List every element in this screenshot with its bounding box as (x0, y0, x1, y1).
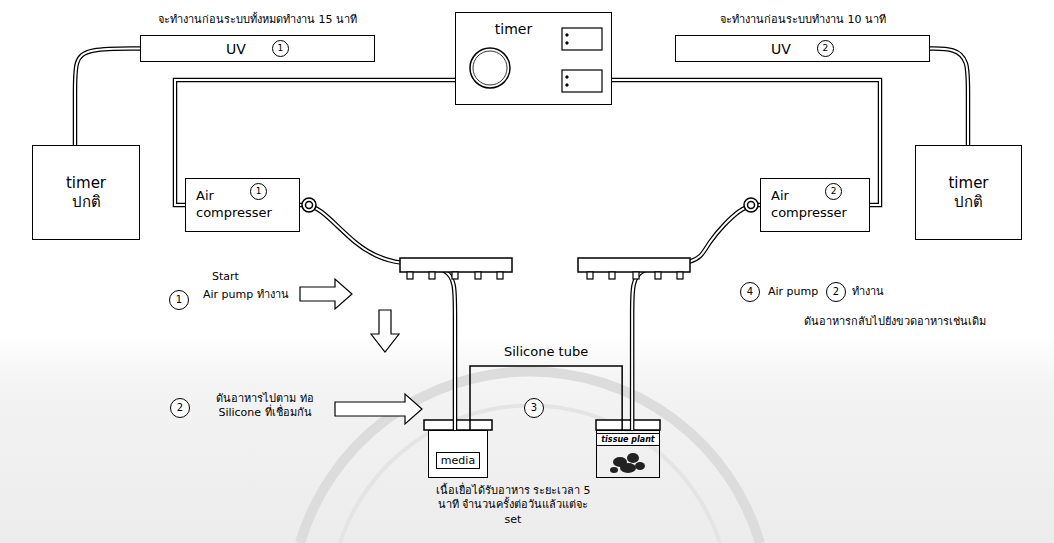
tube-outline (75, 49, 140, 146)
node-label: tissue plant (596, 433, 659, 446)
uv-lamp: UV 2 (675, 35, 930, 62)
watermark-arcs (300, 372, 760, 543)
node-label: Air compresser (771, 188, 855, 222)
node-label: timer ปกติ (939, 174, 999, 212)
air-compressor: Air compresser2 (760, 178, 870, 232)
tube-connector (300, 205, 455, 430)
tube-core (632, 205, 760, 430)
step-text: ทำงาน (852, 285, 912, 299)
tube-connector (632, 205, 760, 430)
callout-number: 2 (826, 282, 846, 302)
tube-outline (300, 205, 455, 430)
timer-box: timer ปกติ (915, 145, 1022, 240)
air-compressor: Air compresser1 (185, 178, 300, 232)
tube-connector (930, 49, 968, 146)
tube-connector (75, 49, 140, 146)
timer-box: timer ปกติ (32, 145, 140, 240)
step-text: Start (212, 270, 272, 284)
node-label: UV (771, 41, 791, 57)
tissue-bottle: tissue plant (596, 430, 660, 478)
tube-outline (930, 49, 968, 146)
master-timer: timer (455, 12, 612, 105)
node-label: UV (226, 41, 246, 57)
tube-connector (470, 366, 622, 430)
tube-core (300, 205, 455, 430)
callout-number: 2 (817, 40, 834, 57)
step-text: Air pump (768, 285, 828, 299)
tube-line (470, 366, 622, 430)
step-text: เนื้อเยื่อได้รับอาหาร ระยะเวลา 5 นาที จำ… (428, 484, 598, 527)
bottle-lids (424, 420, 660, 430)
callout-number: 1 (272, 40, 289, 57)
hollow-arrows (300, 279, 422, 424)
media-bottle: media (428, 430, 488, 478)
air-manifold (400, 258, 690, 272)
plant-tissue (610, 453, 645, 473)
node-label: media (436, 452, 480, 469)
step-text: ดันอาหารไปตาม ท่อ Silicone ที่เชื่อมกัน (200, 392, 330, 421)
callout-number: 4 (740, 282, 760, 302)
step-text: ดันอาหารกลับไปยังขวดอาหารเช่นเดิม (780, 315, 1010, 329)
callout-number: 2 (825, 183, 842, 200)
node-label: Air compresser (196, 188, 280, 222)
node-label: timer ปกติ (56, 174, 116, 212)
edge-label: Silicone tube (504, 344, 588, 359)
timing-note: จะทำงานก่อนระบบทำงาน 10 นาที (672, 13, 934, 27)
manifold-nozzles (407, 272, 683, 279)
timer-face (470, 28, 602, 92)
callout-number: 1 (169, 290, 189, 310)
tube-core (930, 49, 968, 146)
timing-note: จะทำงานก่อนระบบทั้งหมดทำงาน 15 นาที (135, 13, 380, 27)
step-text: Air pump ทำงาน (203, 288, 299, 302)
callout-number: 3 (524, 398, 544, 418)
callout-number: 1 (250, 183, 267, 200)
tube-outline (632, 205, 760, 430)
tube-coupling (302, 198, 758, 212)
ground-band (0, 335, 1054, 543)
callout-number: 2 (170, 398, 190, 418)
uv-lamp: UV 1 (140, 35, 375, 62)
tube-core (75, 49, 140, 146)
node-label: timer (495, 21, 532, 37)
